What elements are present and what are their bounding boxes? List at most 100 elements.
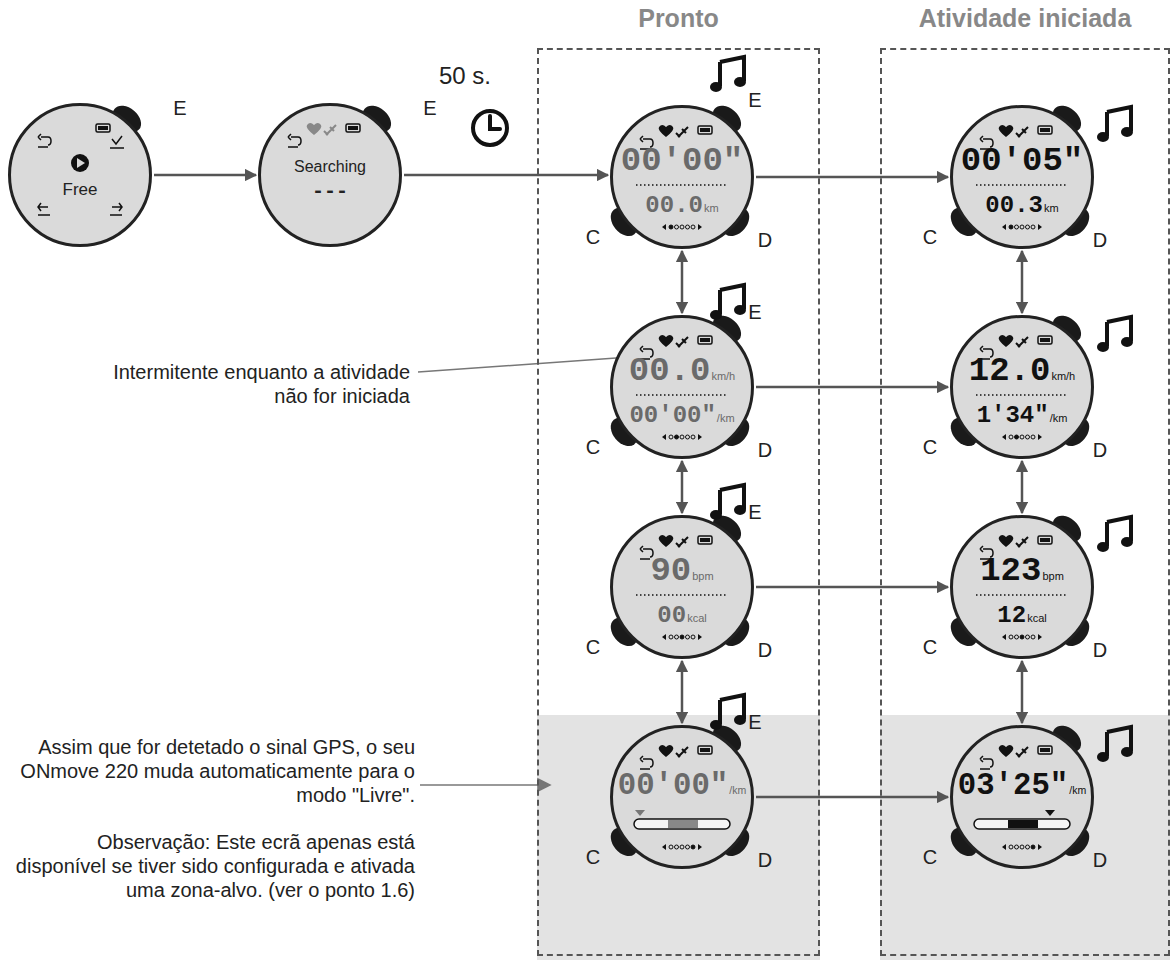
battery-level — [1040, 128, 1050, 132]
gps-icon — [1016, 127, 1028, 137]
page-dot — [680, 845, 684, 849]
watch-screen: 00'05" 00.3km — [950, 105, 1094, 249]
page-dot — [691, 435, 695, 439]
zone-marker — [1045, 810, 1055, 816]
page-arrows — [1002, 634, 1042, 640]
button-letter: C — [923, 846, 937, 869]
dashed-phase-band: Atividade iniciada00'05"00.3km12.0km/h1'… — [880, 48, 1170, 956]
button-letter: C — [586, 846, 600, 869]
heart-icon — [999, 335, 1014, 347]
note-head — [1097, 542, 1109, 552]
watch-screen: 00'00"/km — [610, 725, 754, 869]
readout-unit: km — [704, 202, 719, 214]
page-dot — [686, 225, 690, 229]
duration-label: 50 s. — [439, 62, 491, 90]
heart-icon — [999, 535, 1014, 547]
next-icon — [110, 203, 122, 215]
readout-row: 03'25"/km — [959, 768, 1085, 803]
callout-note: Intermitente enquanto a atividade não fo… — [110, 360, 410, 408]
readout-row: 00'00"/km — [619, 768, 745, 803]
page-dot — [1031, 435, 1035, 439]
separator-dots — [636, 184, 728, 186]
clock-icon — [473, 111, 507, 145]
readout-value: 90 — [650, 552, 691, 590]
page-dot — [669, 225, 673, 229]
readout-row: 12kcal — [959, 602, 1085, 629]
gps-icon — [676, 537, 688, 547]
battery-icon — [1038, 126, 1052, 134]
page-dot — [675, 845, 679, 849]
zone-target — [1008, 820, 1038, 828]
page-dot — [1031, 225, 1035, 229]
button-letter: E — [748, 501, 761, 524]
readout-row: 00.3km — [959, 192, 1085, 219]
battery-level — [700, 538, 710, 542]
heart-icon — [999, 745, 1014, 757]
readout-value: 12 — [997, 602, 1026, 629]
note-head — [710, 510, 722, 520]
button-letter: C — [923, 436, 937, 459]
play-triangle — [77, 158, 85, 168]
battery-icon — [1038, 536, 1052, 544]
heart-icon — [999, 125, 1014, 137]
button-letter: E — [423, 97, 436, 120]
page-dot — [1015, 845, 1019, 849]
double-arrow — [681, 251, 684, 313]
battery-icon — [346, 124, 360, 132]
page-dot — [1020, 635, 1024, 639]
readout-unit: /km — [729, 784, 746, 796]
watch-screen: 12.0km/h1'34"/km — [950, 315, 1094, 459]
watch-screen: 123bpm 12kcal — [950, 515, 1094, 659]
gps-icon — [1016, 537, 1028, 547]
page-dot — [1026, 635, 1030, 639]
gps-icon — [1016, 337, 1028, 347]
heart-icon — [307, 123, 322, 135]
readout-row: 12.0km/h — [959, 352, 1085, 390]
readout-value: 00 — [657, 602, 686, 629]
gps-icon — [1016, 747, 1028, 757]
flow-arrow — [756, 386, 948, 389]
battery-icon — [1038, 336, 1052, 344]
note-head — [734, 715, 746, 725]
readout-unit: km/h — [711, 370, 735, 382]
callout-note: Assim que for detetado o sinal GPS, o se… — [10, 735, 415, 807]
double-arrow — [681, 461, 684, 513]
readout-row: 00'00" — [619, 142, 745, 180]
page-dot — [1020, 845, 1024, 849]
zone-bar — [974, 819, 1070, 829]
heart-icon — [659, 745, 674, 757]
page-dot — [1031, 635, 1035, 639]
button-letter: D — [758, 849, 772, 872]
readout-row: 123bpm — [959, 552, 1085, 590]
page-dot — [691, 225, 695, 229]
flow-arrow — [404, 174, 608, 177]
battery-icon — [698, 536, 712, 544]
separator-dots — [976, 394, 1068, 396]
page-arrows — [662, 634, 702, 640]
page-dot — [1015, 635, 1019, 639]
readout-row: 00'05" — [959, 142, 1085, 180]
battery-level — [1040, 538, 1050, 542]
button-letter: D — [758, 639, 772, 662]
battery-level — [700, 338, 710, 342]
battery-icon — [698, 336, 712, 344]
separator-dots — [976, 184, 1068, 186]
readout-unit: /km — [1050, 412, 1068, 424]
page-dot — [1015, 225, 1019, 229]
page-arrows — [662, 224, 702, 230]
note-head — [734, 305, 746, 315]
battery-icon — [1038, 746, 1052, 754]
back-icon — [980, 756, 993, 769]
battery-icon — [698, 746, 712, 754]
page-dot — [1015, 435, 1019, 439]
zone-marker — [635, 810, 645, 816]
battery-level — [98, 126, 108, 130]
phase-title: Atividade iniciada — [913, 4, 1138, 32]
readout-value: 00'00" — [621, 142, 743, 180]
zone-shade — [880, 715, 1170, 960]
page-dot — [1020, 225, 1024, 229]
dashed-phase-band: Pronto00'00"00.0km00.0km/h00'00"/km90bpm… — [537, 48, 820, 956]
button-letter: E — [748, 711, 761, 734]
screen-row: --- — [267, 180, 393, 203]
zone-bar — [634, 819, 730, 829]
